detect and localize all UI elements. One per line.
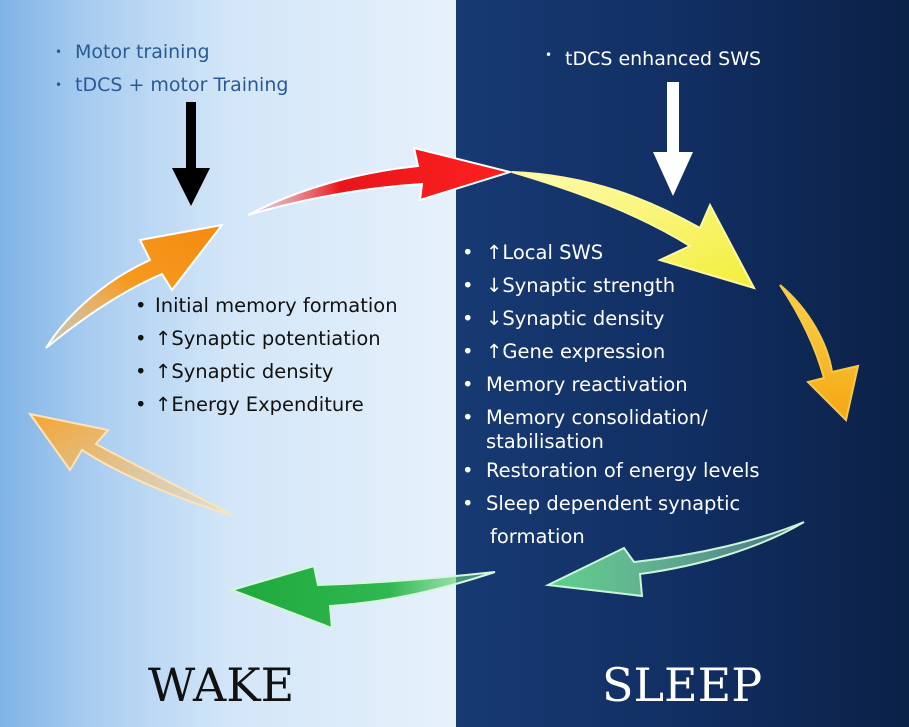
list-item-line: Sleep dependent synaptic	[486, 492, 741, 515]
wake-label: WAKE	[148, 658, 295, 712]
sleep-effects-list: ↑Local SWS ↓Synaptic strength ↓Synaptic …	[462, 236, 802, 553]
list-item: ↑Local SWS	[462, 236, 802, 269]
list-item: ↓Synaptic density	[462, 302, 802, 335]
list-item: ↓Synaptic strength	[462, 269, 802, 302]
orange-arrow	[45, 223, 225, 349]
wake-input-list: Motor training tDCS + motor Training	[55, 36, 288, 102]
list-item: Restoration of energy levels	[462, 454, 802, 487]
list-item: ↑Gene expression	[462, 335, 802, 368]
list-item: tDCS + motor Training	[55, 69, 288, 102]
red-arrow	[247, 146, 514, 216]
list-item-line: Memory consolidation/	[486, 406, 708, 429]
list-item: Initial memory formation	[135, 289, 398, 322]
list-item: ↑Synaptic density	[135, 355, 398, 388]
list-item: ↑Synaptic potentiation	[135, 322, 398, 355]
list-item: tDCS enhanced SWS	[545, 48, 761, 70]
sleep-label: SLEEP	[602, 658, 763, 712]
wake-input-arrow	[172, 102, 210, 206]
light-orange-arrow	[27, 412, 233, 516]
sleep-input-arrow	[653, 82, 693, 196]
sleep-input-list: tDCS enhanced SWS	[545, 48, 761, 70]
list-item: Sleep dependent synaptic formation	[462, 487, 802, 553]
list-item: ↑Energy Expenditure	[135, 388, 398, 421]
list-item: Memory reactivation	[462, 368, 802, 401]
list-item-line: stabilisation	[486, 430, 604, 453]
wake-effects-list: Initial memory formation ↑Synaptic poten…	[135, 289, 398, 421]
list-item: Memory consolidation/ stabilisation	[462, 401, 802, 454]
list-item: Motor training	[55, 36, 288, 69]
list-item-line: formation	[490, 525, 585, 548]
green-arrow	[228, 564, 496, 630]
